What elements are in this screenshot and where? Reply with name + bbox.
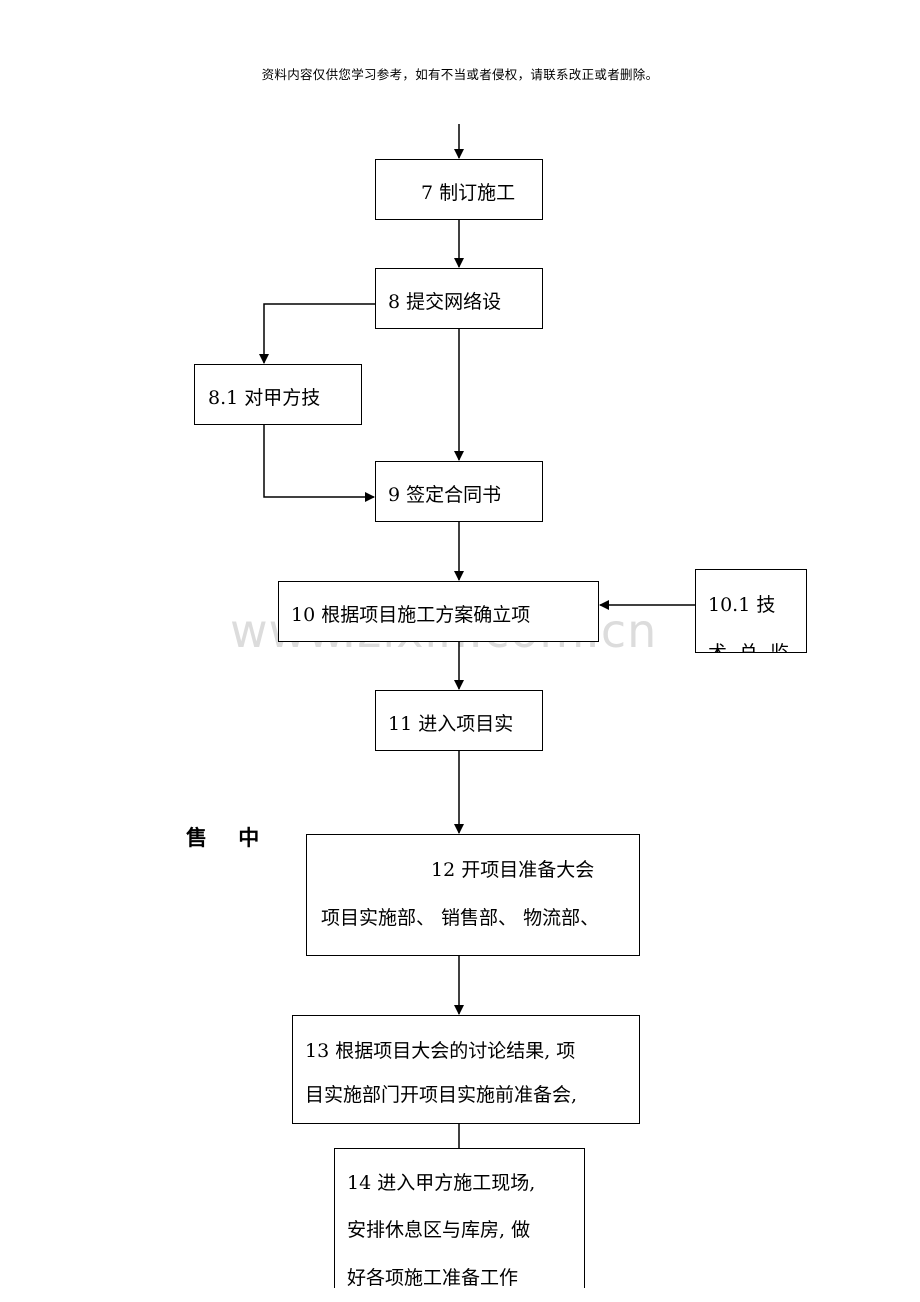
step-14-label-line3: 好各项施工准备工作 bbox=[347, 1267, 519, 1288]
step-10-1-label-line2: 术总监 bbox=[708, 642, 802, 653]
step-11-label: 11 进入项目实 bbox=[388, 713, 514, 735]
step-12-label-line2: 项目实施部、 销售部、 物流部、 bbox=[321, 907, 600, 929]
step-10-1-label-line1: 10.1 技 bbox=[708, 594, 776, 616]
step-14-label-line1: 14 进入甲方施工现场, bbox=[347, 1172, 536, 1194]
phase-label: 售 中 bbox=[186, 826, 272, 850]
step-12-label-line1: 12 开项目准备大会 bbox=[431, 859, 595, 881]
arrow-8-to-8-1 bbox=[259, 303, 375, 364]
step-13-label-line1: 13 根据项目大会的讨论结果, 项 bbox=[305, 1040, 576, 1062]
step-10-box: 10 根据项目施工方案确立项 bbox=[278, 581, 599, 642]
step-10-label: 10 根据项目施工方案确立项 bbox=[291, 604, 531, 626]
step-14-box: 14 进入甲方施工现场, 安排休息区与库房, 做 好各项施工准备工作 bbox=[334, 1148, 585, 1288]
step-8-1-label: 8.1 对甲方技 bbox=[208, 387, 321, 409]
step-7-box: 7 制订施工 bbox=[375, 159, 543, 220]
step-8-label: 8 提交网络设 bbox=[388, 291, 502, 313]
step-9-box: 9 签定合同书 bbox=[375, 461, 543, 522]
step-7-label: 7 制订施工 bbox=[421, 182, 516, 204]
step-9-label: 9 签定合同书 bbox=[388, 484, 502, 506]
header-note: 资料内容仅供您学习参考，如有不当或者侵权，请联系改正或者删除。 bbox=[261, 67, 659, 82]
step-13-label-line2: 目实施部门开项目实施前准备会, bbox=[305, 1084, 578, 1106]
step-14-label-line2: 安排休息区与库房, 做 bbox=[347, 1219, 531, 1241]
step-10-1-box: 10.1 技 术总监 bbox=[695, 569, 807, 653]
arrow-8-1-to-9 bbox=[263, 425, 375, 502]
step-8-1-box: 8.1 对甲方技 bbox=[194, 364, 362, 425]
step-11-box: 11 进入项目实 bbox=[375, 690, 543, 751]
step-8-box: 8 提交网络设 bbox=[375, 268, 543, 329]
step-13-box: 13 根据项目大会的讨论结果, 项 目实施部门开项目实施前准备会, bbox=[292, 1015, 640, 1124]
step-12-box: 12 开项目准备大会 项目实施部、 销售部、 物流部、 bbox=[306, 834, 640, 956]
